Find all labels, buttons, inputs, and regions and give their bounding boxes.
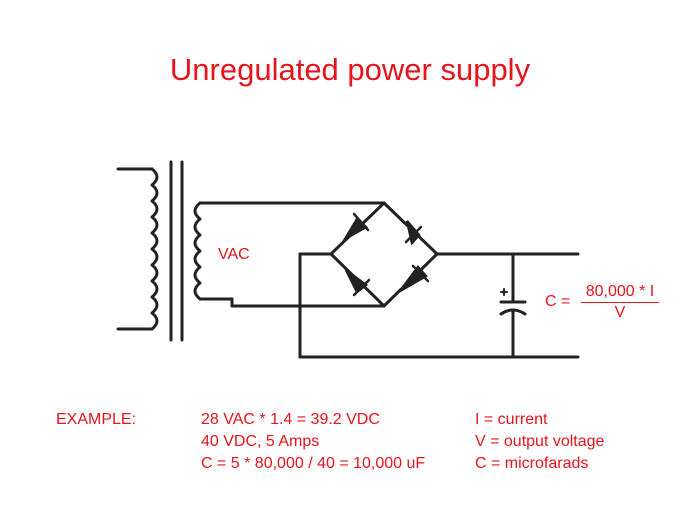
example-heading: EXAMPLE: [56, 411, 137, 428]
diode-bottom-right [399, 264, 430, 293]
example-line: C = 5 * 80,000 / 40 = 10,000 uF [201, 455, 426, 472]
diode-bottom-left [344, 269, 371, 297]
transformer-secondary [193, 201, 386, 308]
example-line: 28 VAC * 1.4 = 39.2 VDC [201, 411, 380, 428]
legend-item: V = output voltage [475, 433, 605, 450]
vac-label: VAC [218, 246, 250, 263]
example-calculation: 28 VAC * 1.4 = 39.2 VDC 40 VDC, 5 Amps C… [201, 409, 425, 475]
page-title: Unregulated power supply [169, 52, 531, 87]
diode-top-left [341, 212, 370, 243]
formula-fraction: 80,000 * I V [581, 283, 659, 322]
example-label: EXAMPLE: [56, 409, 136, 431]
variable-legend: I = current V = output voltage C = micro… [475, 409, 604, 475]
filter-capacitor [499, 252, 527, 359]
bridge-rectifier [329, 201, 439, 308]
example-line: 40 VDC, 5 Amps [201, 433, 320, 450]
formula-lhs: C = [545, 293, 571, 310]
legend-item: C = microfarads [475, 455, 589, 472]
formula-denominator: V [614, 304, 626, 321]
legend-item: I = current [475, 411, 548, 428]
transformer-primary [116, 167, 159, 331]
diode-top-right [404, 220, 423, 246]
formula-numerator: 80,000 * I [581, 283, 659, 303]
